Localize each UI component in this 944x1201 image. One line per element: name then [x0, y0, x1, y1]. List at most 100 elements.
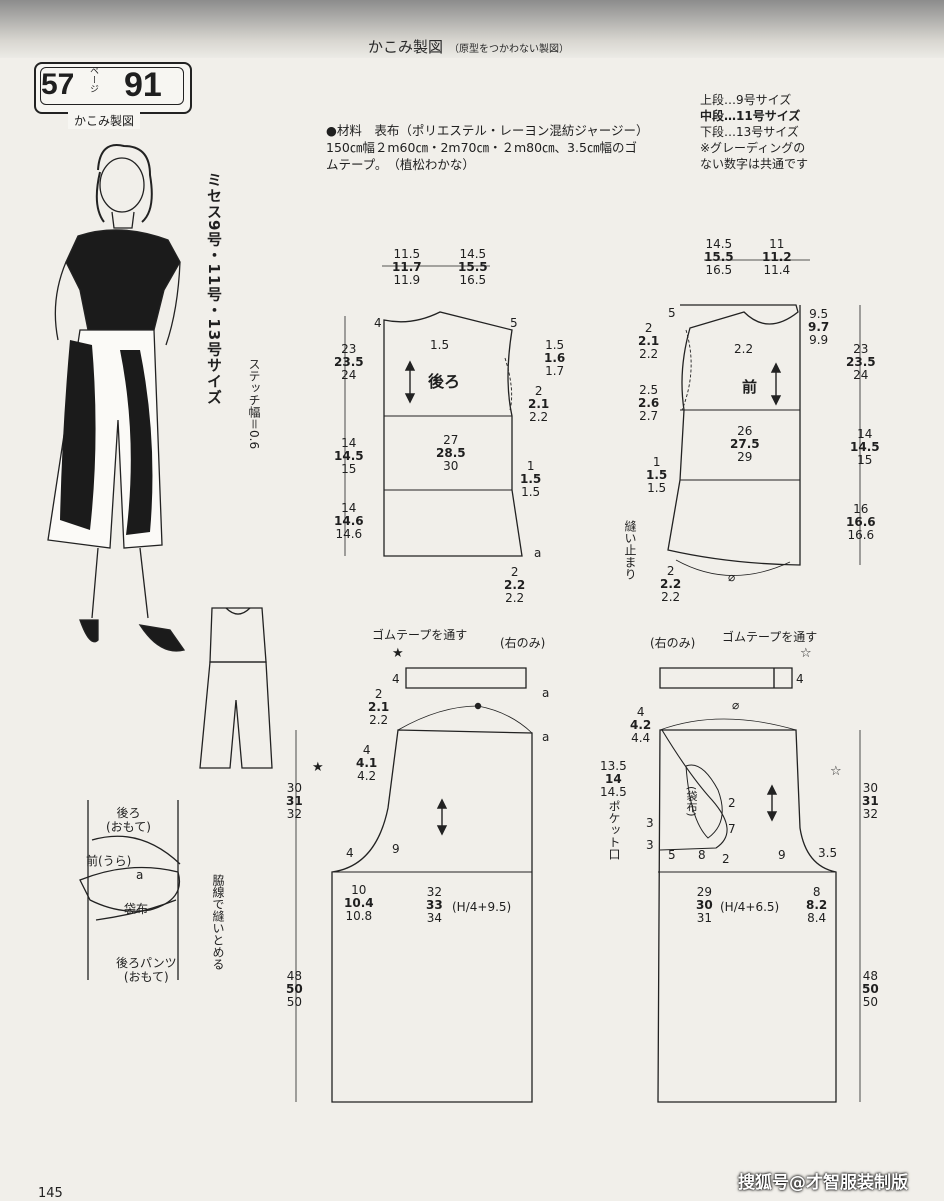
front-pants-p2b: 2 [722, 852, 730, 866]
front-pants-p8: 8 [698, 848, 706, 862]
front-hem-curve-mark: ⌀ [728, 570, 736, 584]
back-pants-right-only: (右のみ) [500, 636, 546, 650]
back-pants-star-side: ★ [312, 760, 324, 775]
front-pants-tape-note: ゴムテープを通す [722, 630, 818, 644]
back-pants-mark-a-2: a [542, 730, 550, 744]
back-pants-hip-formula: (H/4+9.5) [452, 900, 512, 914]
back-neck-depth: 1.5 [430, 338, 450, 352]
legend-note-2: ない数字は共通です [700, 157, 809, 171]
front-pants-pocket-bag: (袋布) [685, 786, 698, 817]
size-range-vertical: ミセス9号・11号・13号サイズ [205, 172, 223, 406]
front-pants-p2a: 2 [728, 796, 736, 810]
front-stitch-stop-note: 縫い止まり [623, 520, 637, 580]
stitch-width-note: ステッチ幅＝0.6 [247, 358, 261, 450]
page-number: 145 [38, 1186, 63, 1201]
grain-arrows [404, 360, 782, 836]
legend-upper: 上段…9号サイズ [700, 93, 792, 107]
pocket-mark-a: a [136, 868, 144, 882]
front-pants-top-curve: ⌀ [732, 698, 740, 712]
legend-lower: 下段…13号サイズ [700, 125, 799, 139]
front-bodice-outline [667, 259, 861, 576]
back-pants-tape-note: ゴムテープを通す [372, 628, 468, 642]
back-pants-tape-width: 4 [392, 672, 400, 686]
pocket-front-inner: 前(うら) [86, 854, 132, 868]
page-ref-pe-label: ページ [88, 66, 98, 93]
pocket-back-pants-outer: 後ろパンツ (おもて) [116, 956, 177, 984]
front-pants-star-top: ☆ [800, 646, 812, 661]
front-pants-p3b: 3 [646, 838, 654, 852]
front-pants-p3a: 3 [646, 816, 654, 830]
pocket-bag-label: 袋布 [124, 902, 149, 916]
page-title: かこみ製図（原型をつかわない製図） [368, 38, 570, 56]
page-ref-left: 57 [41, 68, 75, 101]
size-legend: 上段…9号サイズ 中段…11号サイズ 下段…13号サイズ ※グレーディングの な… [700, 92, 808, 172]
front-bodice-label: 前 [742, 378, 758, 396]
jumpsuit-flat-sketch [199, 607, 273, 769]
back-pants-outline [295, 667, 533, 1103]
front-mark-5: 5 [668, 306, 676, 320]
front-pants-outline [657, 667, 861, 1103]
front-pants-p7: 7 [728, 822, 736, 836]
header-band [0, 0, 944, 58]
front-pants-tape-width: 4 [796, 672, 804, 686]
back-pants-mark-a-1: a [542, 686, 550, 700]
back-pants-crotch-4: 4 [346, 846, 354, 860]
pocket-construction-diagram [79, 800, 181, 980]
pocket-side-seam-note: 脇線で縫いとめる [211, 874, 225, 970]
back-pants-crotch-9: 9 [392, 842, 400, 856]
back-mark-4: 4 [374, 316, 382, 330]
front-pants-hip-formula: (H/4+6.5) [720, 900, 780, 914]
front-pants-p9: 9 [778, 848, 786, 862]
watermark-text: 搜狐号@才智服装制版 [738, 1173, 908, 1193]
page-ref-caption: かこみ製図 [68, 112, 141, 129]
front-neck-depth: 2.2 [734, 342, 754, 356]
pocket-back-outer: 後ろ (おもて) [106, 806, 151, 834]
front-pants-star-side: ☆ [830, 764, 842, 779]
back-pants-star-top: ★ [392, 646, 404, 661]
back-mark-a: a [534, 546, 542, 560]
fashion-figure-illustration [47, 144, 186, 652]
page-ref-right: 91 [124, 66, 162, 104]
front-pants-pocket-opening: ポケット口 [607, 800, 621, 860]
front-pants-right-only: (右のみ) [650, 636, 696, 650]
back-bodice-outline [344, 265, 523, 557]
front-pants-p35: 3.5 [818, 846, 838, 860]
materials-text: ●材料 表布（ポリエステル・レーヨン混紡ジャージー）150㎝幅２m60㎝・2m7… [326, 123, 643, 172]
back-bodice-label: 後ろ [428, 372, 461, 391]
front-pants-p5: 5 [668, 848, 676, 862]
legend-note-1: ※グレーディングの [700, 141, 806, 155]
